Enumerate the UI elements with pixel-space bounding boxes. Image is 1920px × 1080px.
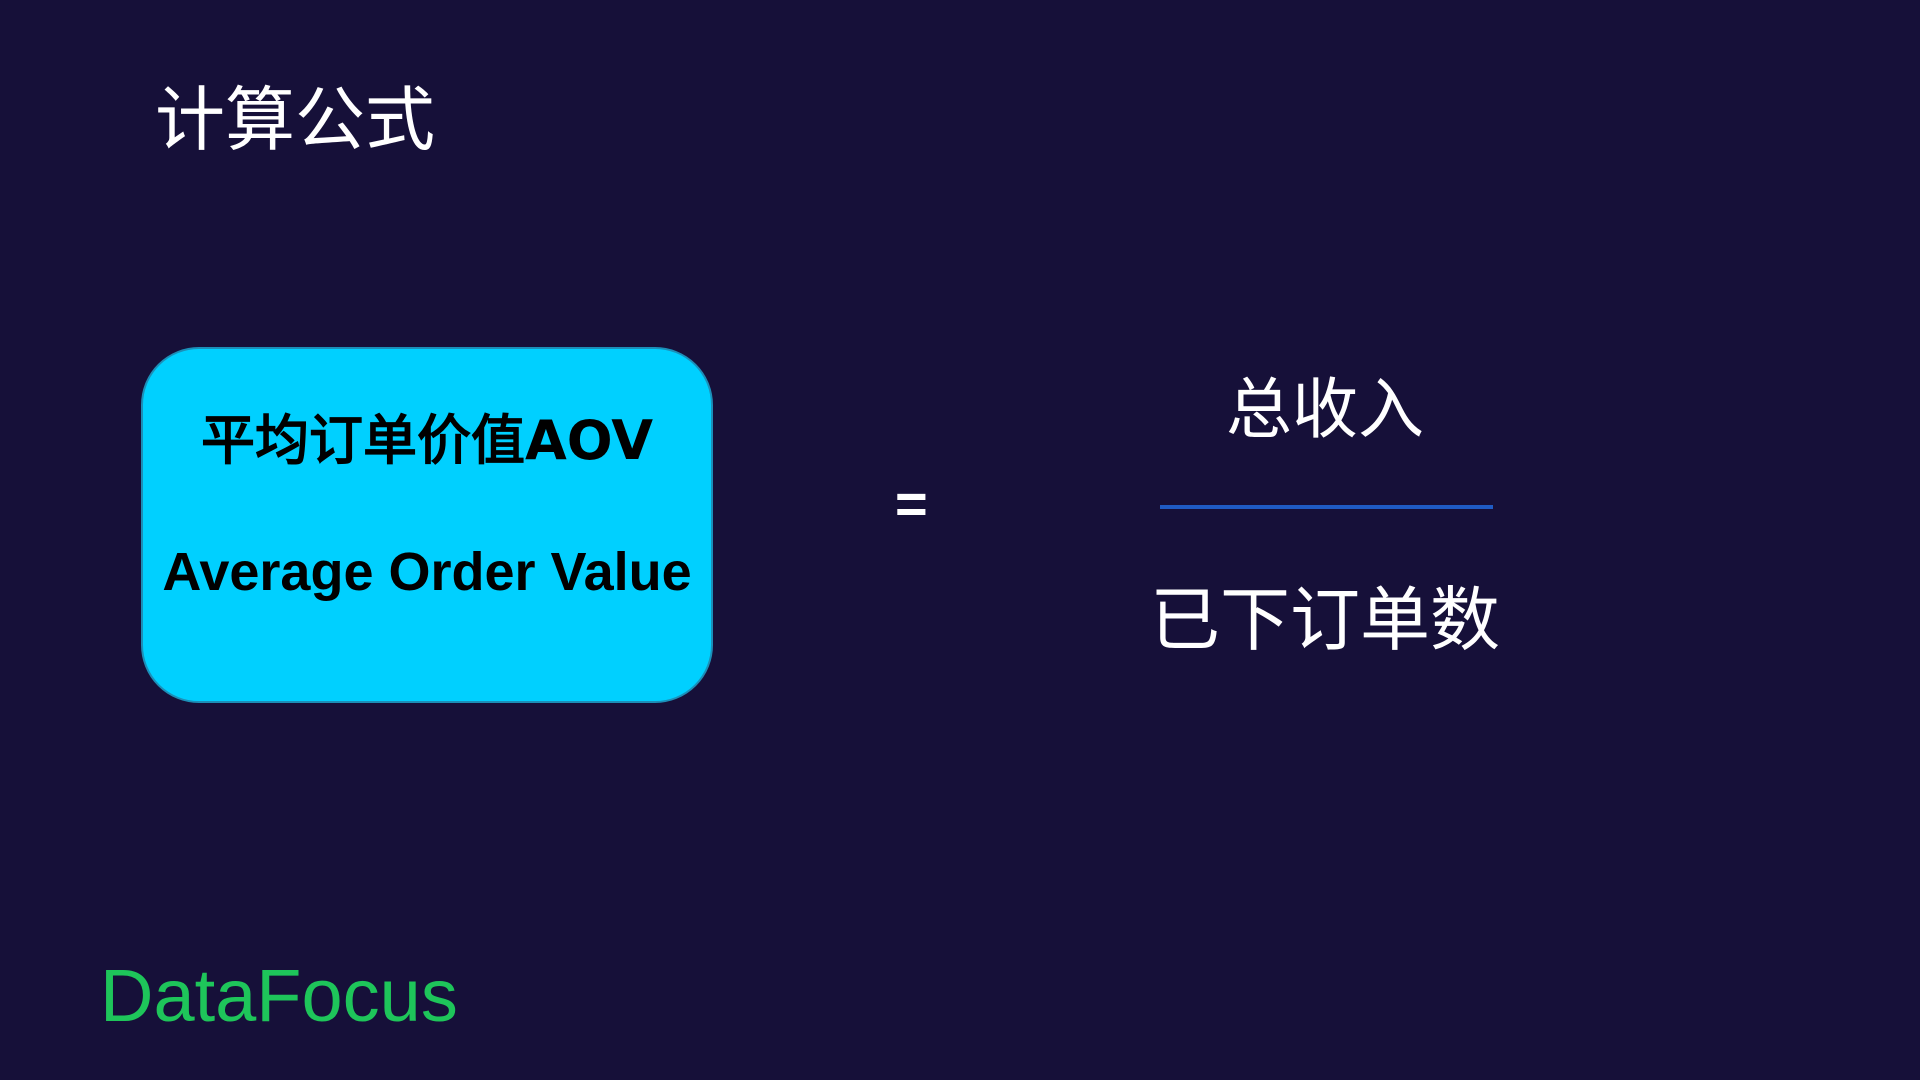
slide-title: 计算公式 [155,79,435,161]
metric-box: 平均订单价值AOV Average Order Value [141,347,713,703]
fraction-denominator: 已下订单数 [1150,579,1500,661]
metric-name-chinese: 平均订单价值AOV [200,409,654,472]
fraction-numerator: 总收入 [1226,371,1424,448]
metric-name-english: Average Order Value [162,542,692,602]
fraction-bar [1160,505,1493,509]
brand-logo: DataFocus [100,954,458,1037]
equals-sign: = [895,472,928,535]
